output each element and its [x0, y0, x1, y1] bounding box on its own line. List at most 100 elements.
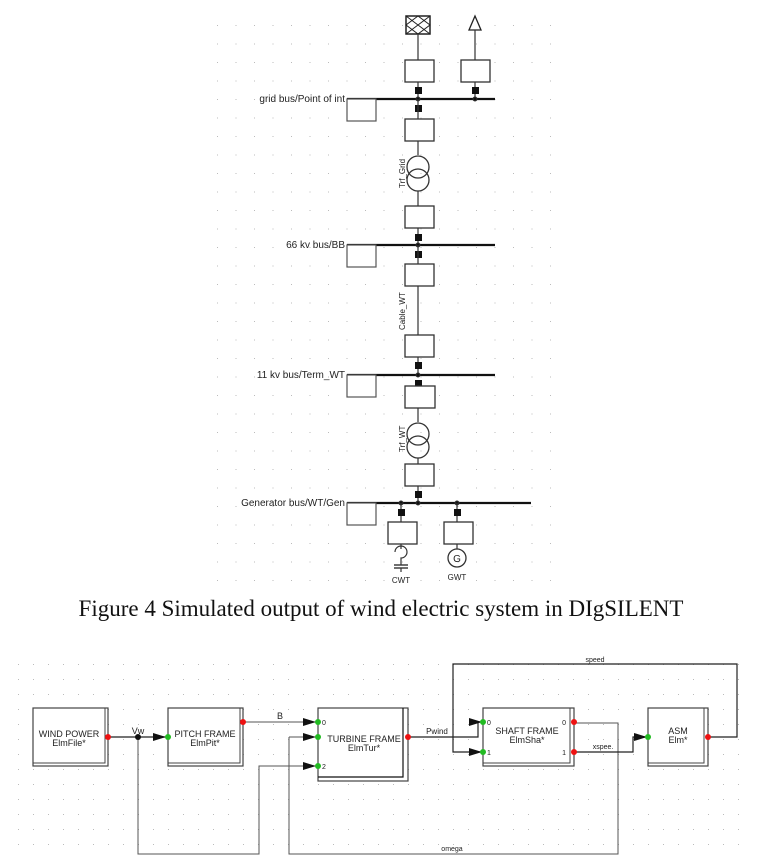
breaker-box[interactable]: [404, 263, 435, 287]
grid-dot: [558, 694, 559, 695]
bus-result-box[interactable]: [346, 98, 377, 122]
grid-dot: [346, 450, 348, 452]
grid-dot: [348, 784, 349, 785]
grid-dot: [272, 43, 274, 45]
grid-dot: [291, 43, 292, 45]
grid-dot: [18, 709, 19, 710]
output-port[interactable]: [405, 734, 411, 740]
bus-result-box[interactable]: [346, 374, 377, 398]
grid-dot: [153, 694, 154, 695]
block-pitch-frame[interactable]: [167, 707, 244, 767]
grid-dot: [457, 321, 459, 322]
output-port[interactable]: [571, 719, 577, 725]
grid-dot: [346, 210, 348, 211]
breaker-box[interactable]: [404, 59, 435, 83]
breaker-box[interactable]: [443, 521, 474, 545]
grid-dot: [483, 694, 484, 695]
grid-dot: [476, 284, 477, 285]
grid-dot: [272, 469, 274, 470]
grid-dot: [18, 739, 19, 740]
capacitor-icon[interactable]: [394, 544, 408, 572]
grid-dot: [18, 769, 19, 770]
grid-dot: [153, 784, 154, 785]
input-port[interactable]: [480, 719, 486, 725]
transformer-icon[interactable]: [406, 422, 430, 459]
grid-dot: [243, 784, 244, 785]
external-grid-icon[interactable]: [405, 15, 431, 35]
input-port[interactable]: [480, 749, 486, 755]
bus-result-box[interactable]: [346, 244, 377, 268]
breaker-box[interactable]: [404, 463, 435, 487]
input-port[interactable]: [315, 734, 321, 740]
output-port[interactable]: [571, 749, 577, 755]
grid-dot: [309, 80, 311, 82]
block-turbine-frame[interactable]: [317, 707, 409, 782]
grid-dot: [378, 799, 379, 800]
grid-dot: [254, 580, 255, 581]
grid-dot: [588, 769, 589, 770]
grid-dot: [78, 844, 79, 845]
grid-dot: [476, 580, 477, 581]
grid-dot: [33, 784, 34, 785]
grid-dot: [309, 469, 311, 470]
grid-dot: [123, 724, 124, 725]
grid-dot: [213, 814, 214, 815]
block-diagram: [32, 663, 738, 855]
grid-dot: [378, 694, 379, 695]
grid-dot: [78, 784, 79, 785]
output-port[interactable]: [105, 734, 111, 740]
grid-dot: [254, 413, 255, 415]
grid-dot: [420, 117, 422, 119]
grid-dot: [588, 739, 589, 740]
block-subtitle: ElmFile*: [52, 738, 86, 748]
block-wind-power[interactable]: [32, 707, 109, 767]
breaker-box[interactable]: [404, 118, 435, 142]
grid-dot: [153, 754, 154, 755]
grid-dot: [309, 99, 311, 100]
breaker-box[interactable]: [460, 59, 491, 83]
grid-dot: [93, 799, 94, 800]
grid-dot: [217, 99, 218, 100]
grid-dot: [378, 829, 379, 830]
grid-dot: [453, 754, 454, 755]
grid-dot: [123, 784, 124, 785]
grid-dot: [333, 679, 334, 680]
grid-dot: [708, 769, 709, 770]
input-port[interactable]: [315, 763, 321, 769]
bus-result-box[interactable]: [346, 502, 377, 526]
transformer-icon[interactable]: [406, 155, 430, 192]
grid-dot: [588, 799, 589, 800]
breaker-box[interactable]: [404, 334, 435, 358]
grid-dot: [494, 487, 496, 489]
breaker-box[interactable]: [404, 385, 436, 409]
wire-vw-feedback[interactable]: [137, 737, 316, 855]
grid-dot: [678, 694, 679, 695]
input-port[interactable]: [645, 734, 651, 740]
output-port[interactable]: [705, 734, 711, 740]
grid-dot: [254, 43, 255, 45]
grid-dot: [183, 694, 184, 695]
grid-dot: [48, 844, 49, 845]
output-port[interactable]: [240, 719, 246, 725]
grid-dot: [402, 228, 403, 230]
grid-dot: [693, 814, 694, 815]
grid-dot: [168, 829, 169, 830]
grid-dot: [494, 247, 496, 248]
grid-dot: [33, 844, 34, 845]
generator-icon[interactable]: G: [447, 548, 467, 568]
breaker-box[interactable]: [404, 205, 435, 229]
grid-dot: [328, 210, 329, 211]
input-port[interactable]: [165, 734, 171, 740]
input-port[interactable]: [315, 719, 321, 725]
grid-dot: [254, 265, 255, 267]
grid-dot: [198, 784, 199, 785]
grid-dot: [254, 469, 255, 470]
grid-dot: [328, 339, 329, 341]
block-asm[interactable]: [647, 707, 709, 767]
grid-dot: [494, 154, 496, 156]
block-shaft-frame[interactable]: [482, 707, 575, 767]
grid-dot: [528, 799, 529, 800]
breaker-box[interactable]: [387, 521, 418, 545]
load-arrow-icon[interactable]: [468, 14, 482, 31]
grid-dot: [513, 247, 514, 248]
